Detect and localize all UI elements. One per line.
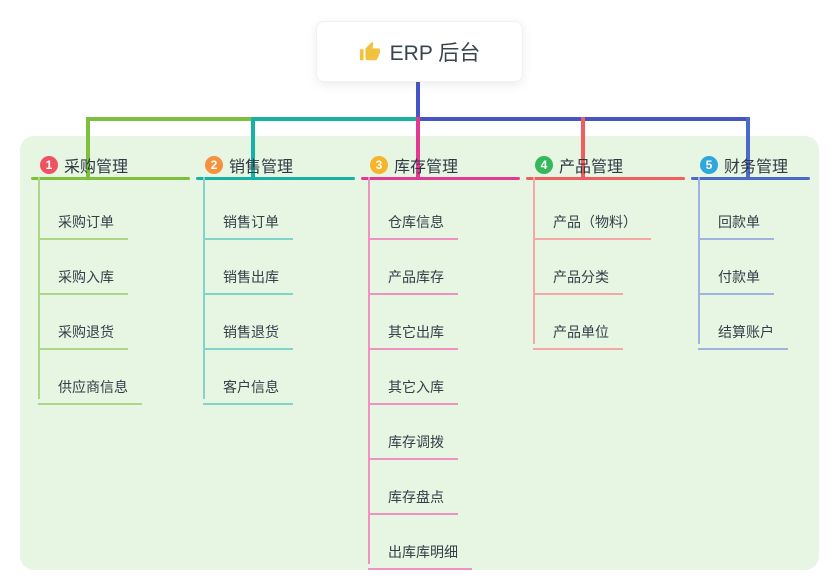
- branch-column-2: 2 销售管理销售订单销售出库销售退货客户信息: [196, 152, 355, 408]
- connector-line-h2: [251, 117, 420, 121]
- child-node[interactable]: 库存调拨: [368, 418, 458, 460]
- child-node[interactable]: 结算账户: [698, 308, 788, 350]
- thumbs-up-icon: [359, 41, 381, 63]
- child-node[interactable]: 其它入库: [368, 363, 458, 405]
- branch-column-1: 1 采购管理采购订单采购入库采购退货供应商信息: [31, 152, 190, 408]
- branch-node-1[interactable]: 1 采购管理: [31, 152, 190, 177]
- child-node[interactable]: 付款单: [698, 253, 774, 295]
- child-node[interactable]: 采购订单: [38, 198, 128, 240]
- branch-badge: 2: [205, 155, 223, 174]
- branch-label: 采购管理: [64, 158, 129, 176]
- root-connector-line: [416, 82, 420, 121]
- child-node[interactable]: 其它出库: [368, 308, 458, 350]
- branch-drop-line: [251, 117, 255, 179]
- root-node[interactable]: ERP 后台: [316, 21, 523, 82]
- branch-underline: [196, 177, 355, 180]
- branch-badge: 1: [40, 155, 58, 174]
- branch-label: 销售管理: [229, 158, 294, 176]
- branch-node-3[interactable]: 3 库存管理: [361, 152, 520, 177]
- branch-trunk-line: [38, 177, 40, 399]
- child-node[interactable]: 产品（物料）: [533, 198, 651, 240]
- branch-underline: [31, 177, 190, 180]
- child-node[interactable]: 回款单: [698, 198, 774, 240]
- branch-trunk-line: [368, 177, 370, 564]
- branch-drop-line: [416, 117, 420, 179]
- branch-drop-line: [746, 117, 750, 179]
- child-node[interactable]: 销售出库: [203, 253, 293, 295]
- branch-underline: [361, 177, 520, 180]
- child-node[interactable]: 产品分类: [533, 253, 623, 295]
- child-node[interactable]: 产品单位: [533, 308, 623, 350]
- branch-underline: [691, 177, 810, 180]
- branch-label: 财务管理: [724, 158, 789, 176]
- branch-drop-line: [581, 117, 585, 179]
- child-node[interactable]: 采购入库: [38, 253, 128, 295]
- child-node[interactable]: 产品库存: [368, 253, 458, 295]
- child-node[interactable]: 出库库明细: [368, 528, 472, 570]
- branch-trunk-line: [698, 177, 700, 344]
- branch-column-4: 4 产品管理产品（物料） 产品分类产品单位: [526, 152, 685, 353]
- branch-node-5[interactable]: 5 财务管理: [691, 152, 810, 177]
- child-node[interactable]: 销售退货: [203, 308, 293, 350]
- connector-line-h1: [86, 117, 255, 121]
- mindmap-canvas: [20, 136, 819, 570]
- branch-badge: 3: [370, 155, 388, 174]
- branch-node-4[interactable]: 4 产品管理: [526, 152, 685, 177]
- child-node[interactable]: 仓库信息: [368, 198, 458, 240]
- branch-column-3: 3 库存管理仓库信息产品库存其它出库其它入库库存调拨库存盘点出库库明细: [361, 152, 520, 573]
- branch-node-2[interactable]: 2 销售管理: [196, 152, 355, 177]
- branch-label: 产品管理: [559, 158, 624, 176]
- child-node[interactable]: 供应商信息: [38, 363, 142, 405]
- child-node[interactable]: 采购退货: [38, 308, 128, 350]
- child-node[interactable]: 客户信息: [203, 363, 293, 405]
- branch-trunk-line: [203, 177, 205, 399]
- branch-badge: 5: [700, 155, 718, 174]
- branch-badge: 4: [535, 155, 553, 174]
- branch-label: 库存管理: [394, 158, 459, 176]
- branch-underline: [526, 177, 685, 180]
- branch-drop-line: [86, 117, 90, 179]
- root-label: ERP 后台: [389, 41, 481, 65]
- branch-column-5: 5 财务管理回款单付款单结算账户: [691, 152, 810, 353]
- child-node[interactable]: 库存盘点: [368, 473, 458, 515]
- branch-trunk-line: [533, 177, 535, 344]
- child-node[interactable]: 销售订单: [203, 198, 293, 240]
